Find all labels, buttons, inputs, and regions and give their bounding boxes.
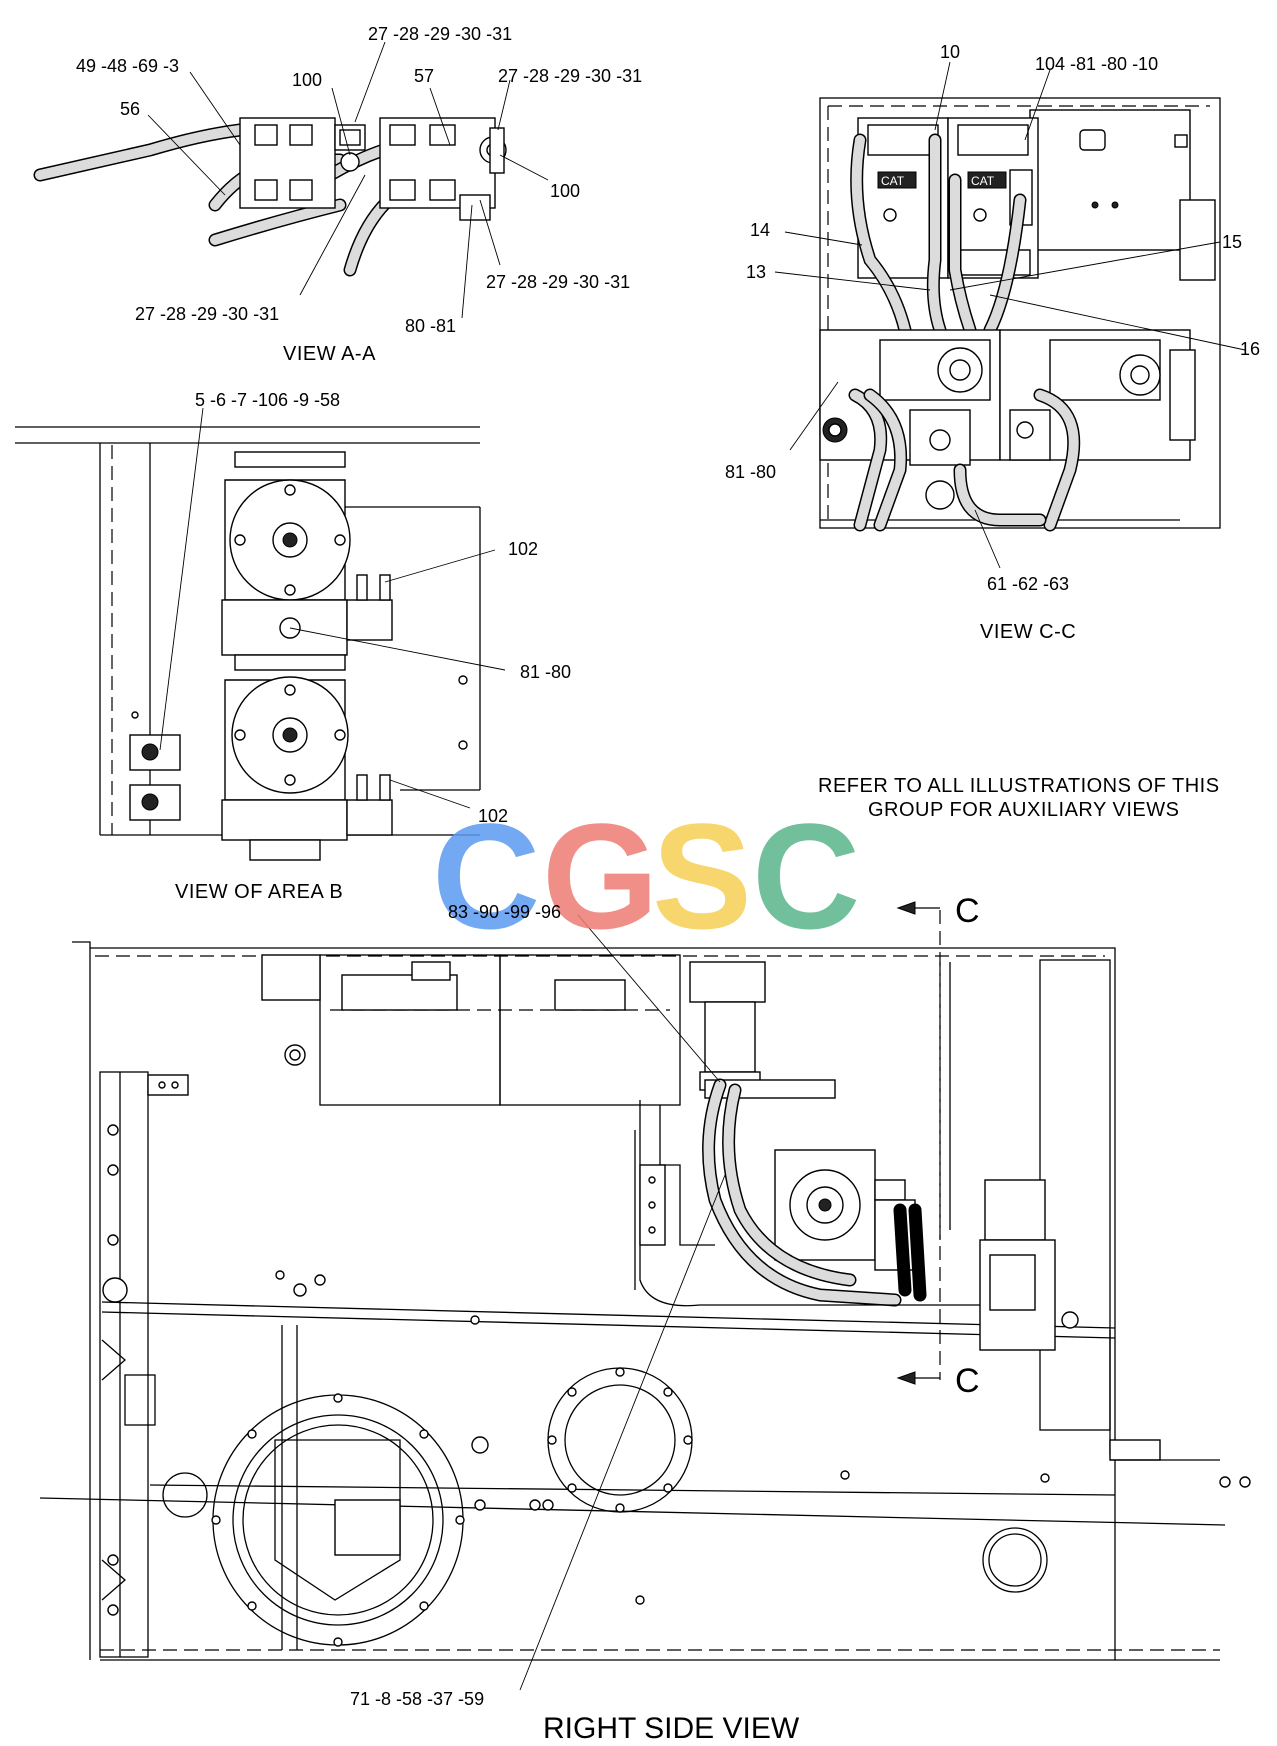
callout-aa-27-31-lower-right: 27 -28 -29 -30 -31	[486, 272, 630, 292]
callout-cc-104-81-80-10: 104 -81 -80 -10	[1035, 54, 1158, 74]
callout-aa-80-81: 80 -81	[405, 316, 456, 336]
callout-rs-83-90-99-96: 83 -90 -99 -96	[448, 902, 561, 922]
section-label-c-top: C	[955, 892, 980, 930]
cgsc-watermark-logo: C G S C	[432, 792, 860, 960]
callout-aa-56: 56	[120, 99, 140, 119]
right-side-view	[39, 901, 1251, 1691]
callout-cc-81-80: 81 -80	[725, 462, 776, 482]
view-aa	[33, 41, 549, 319]
callout-b-81-80: 81 -80	[520, 662, 571, 682]
callout-rs-71-8-58-37-59: 71 -8 -58 -37 -59	[350, 1689, 484, 1709]
caption-view-aa: VIEW A-A	[283, 343, 376, 365]
callout-cc-13: 13	[746, 262, 766, 282]
callout-aa-100-right: 100	[550, 181, 580, 201]
callout-aa-57: 57	[414, 66, 434, 86]
callout-cc-61-62-63: 61 -62 -63	[987, 574, 1069, 594]
watermark-letter-c2: C	[752, 792, 860, 960]
callout-b-102-upper: 102	[508, 539, 538, 559]
callout-cc-14: 14	[750, 220, 770, 240]
callout-b-5-6-7-106-9-58: 5 -6 -7 -106 -9 -58	[195, 390, 340, 410]
callout-b-102-lower: 102	[478, 806, 508, 826]
note-line-2: GROUP FOR AUXILIARY VIEWS	[868, 799, 1179, 821]
caption-right-side-view: RIGHT SIDE VIEW	[543, 1712, 800, 1745]
callout-aa-27-31-top: 27 -28 -29 -30 -31	[368, 24, 512, 44]
cat-brand-label-right: CAT	[971, 174, 995, 188]
callout-cc-10: 10	[940, 42, 960, 62]
watermark-letter-g: G	[542, 792, 659, 960]
callout-cc-16: 16	[1240, 339, 1260, 359]
view-area-b	[15, 407, 506, 861]
watermark-letter-c1: C	[432, 792, 540, 960]
caption-view-cc: VIEW C-C	[980, 621, 1076, 643]
view-cc: CAT CAT	[774, 61, 1246, 569]
callout-aa-27-31-right: 27 -28 -29 -30 -31	[498, 66, 642, 86]
callout-aa-100-top: 100	[292, 70, 322, 90]
callout-aa-27-31-bottom: 27 -28 -29 -30 -31	[135, 304, 279, 324]
watermark-letter-s: S	[652, 792, 752, 960]
callout-aa-49-48-69-3: 49 -48 -69 -3	[76, 56, 179, 76]
cat-brand-label-left: CAT	[881, 174, 905, 188]
callout-cc-15: 15	[1222, 232, 1242, 252]
note-line-1: REFER TO ALL ILLUSTRATIONS OF THIS	[818, 775, 1220, 797]
section-label-c-bottom: C	[955, 1362, 980, 1400]
caption-view-area-b: VIEW OF AREA B	[175, 881, 343, 903]
